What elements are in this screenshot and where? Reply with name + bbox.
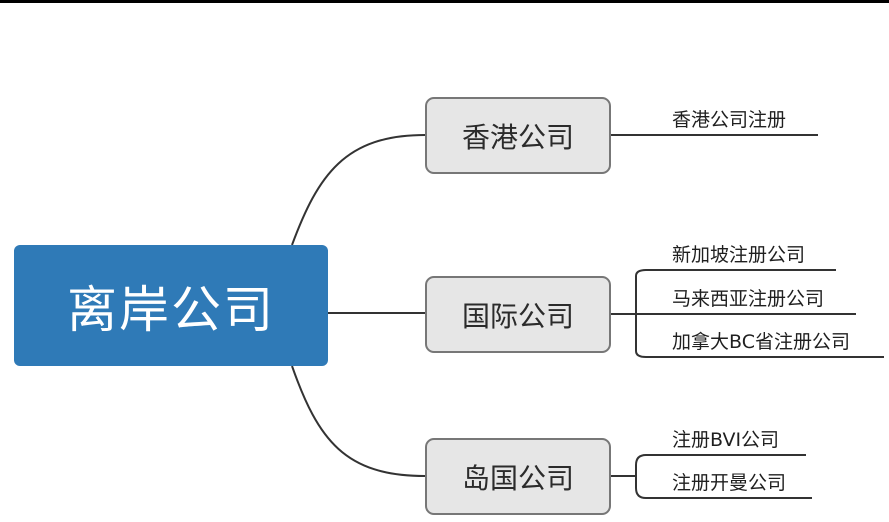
leaf-hongkong-registration: 香港公司注册 [672, 109, 787, 131]
root-node-label: 离岸公司 [67, 280, 275, 339]
branch-label-island: 岛国公司 [461, 461, 574, 495]
leaf-cayman-registration: 注册开曼公司 [672, 472, 787, 494]
branch-label-hongkong: 香港公司 [461, 120, 574, 154]
leaf-singapore-registration: 新加坡注册公司 [672, 244, 806, 266]
root-node: 离岸公司 [14, 245, 328, 366]
leaf-canada-bc-registration: 加拿大BC省注册公司 [672, 331, 850, 353]
branch-node-island: 岛国公司 [425, 438, 611, 515]
branch-node-hongkong: 香港公司 [425, 97, 611, 174]
leaf-bvi-registration: 注册BVI公司 [672, 429, 780, 451]
bracket-island [635, 454, 647, 499]
connector-root-to-hongkong [291, 134, 426, 246]
branch-node-international: 国际公司 [425, 276, 611, 353]
leaf-malaysia-registration: 马来西亚注册公司 [672, 288, 825, 310]
top-rule [0, 0, 889, 3]
bracket-international [635, 269, 647, 358]
connector-root-to-island [291, 365, 426, 477]
branch-label-international: 国际公司 [461, 299, 574, 333]
